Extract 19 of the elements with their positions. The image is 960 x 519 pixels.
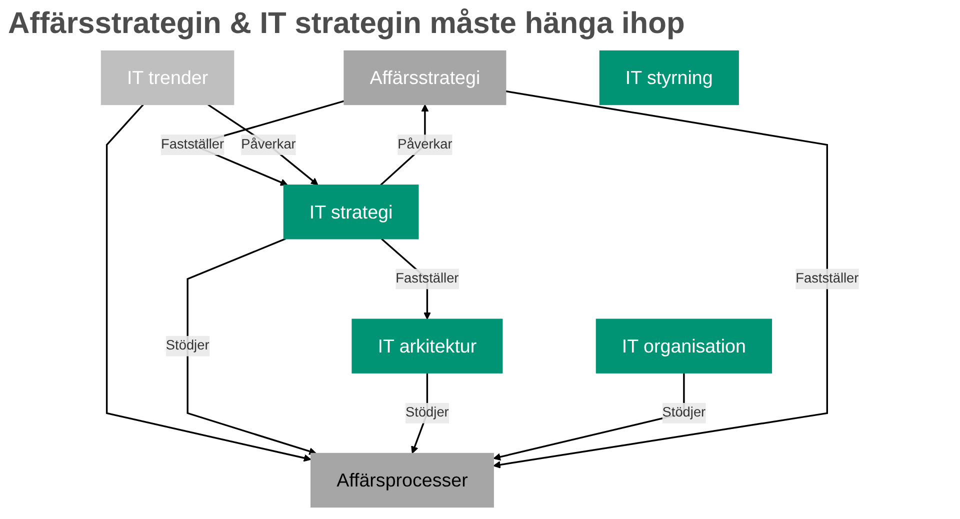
node-box: IT styrning bbox=[599, 50, 739, 106]
arrow bbox=[208, 104, 318, 186]
edge-label: Fastställer bbox=[160, 137, 224, 152]
edge-label: Stödjer bbox=[662, 405, 706, 420]
edge-label: Fastställer bbox=[796, 271, 859, 286]
edge-label: Påverkar bbox=[398, 137, 452, 152]
node-box: Affärsstrategi bbox=[344, 50, 506, 106]
arrow bbox=[106, 104, 312, 462]
node-box: IT trender bbox=[100, 50, 234, 106]
edge-label: Påverkar bbox=[241, 137, 296, 152]
node-box: Affärsprocesser bbox=[310, 452, 494, 508]
edge-label: Fastställer bbox=[396, 271, 459, 286]
node-box: IT strategi bbox=[283, 184, 419, 240]
edge-label: Stödjer bbox=[406, 405, 449, 420]
edge-label: Stödjer bbox=[166, 338, 210, 353]
node-box: IT organisation bbox=[596, 318, 772, 374]
node-box: IT arkitektur bbox=[352, 318, 503, 374]
diagram-title: Affärsstrategin & IT strategin måste hänga ihop bbox=[7, 6, 686, 42]
arrow bbox=[186, 238, 316, 455]
